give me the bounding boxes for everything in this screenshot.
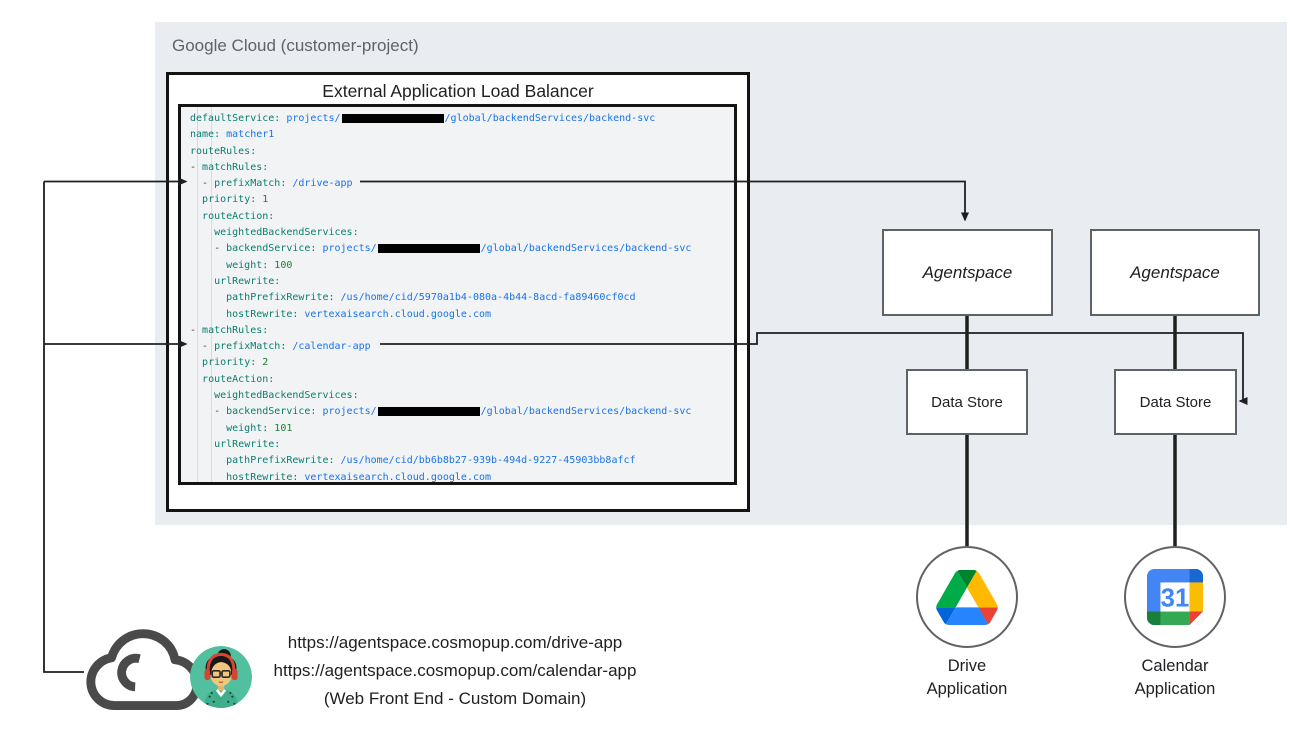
datastore-box-calendar: Data Store — [1114, 369, 1237, 435]
agentspace-box-calendar: Agentspace — [1090, 229, 1260, 316]
yaml-code-line: weight: 101 — [226, 422, 293, 434]
indent-guide — [211, 107, 212, 482]
yaml-code-line: - matchRules: — [190, 161, 269, 173]
yaml-code-line: - backendService: projects//global/backe… — [190, 406, 692, 418]
yaml-code-line: - prefixMatch: /calendar-app — [190, 341, 371, 353]
yaml-code-line: hostRewrite: vertexaisearch.cloud.google… — [226, 471, 492, 483]
yaml-code-line: pathPrefixRewrite: /us/home/cid/bb6b8b27… — [226, 455, 636, 467]
drive-application-label: Drive Application — [926, 657, 1008, 698]
yaml-code-line: weightedBackendServices: — [214, 227, 359, 239]
indent-guide — [197, 107, 198, 482]
calendar-application-label: Calendar Application — [1134, 657, 1216, 698]
datastore-box-drive: Data Store — [906, 369, 1028, 435]
yaml-code-line: weightedBackendServices: — [214, 390, 359, 402]
datastore-label: Data Store — [931, 393, 1003, 411]
frontend-caption: (Web Front End - Custom Domain) — [323, 689, 587, 708]
yaml-code-line: pathPrefixRewrite: /us/home/cid/5970a1b4… — [226, 292, 636, 304]
url-map-yaml: defaultService: projects//global/backend… — [190, 111, 732, 483]
calendar-app-circle: 31 — [1124, 546, 1226, 648]
yaml-code-line: urlRewrite: — [214, 438, 281, 450]
agentspace-label: Agentspace — [922, 262, 1013, 282]
redacted-project-id — [341, 113, 444, 123]
drive-app-circle — [916, 546, 1018, 648]
redacted-project-id — [377, 406, 480, 416]
svg-text:31: 31 — [1161, 585, 1190, 613]
yaml-code-line: hostRewrite: vertexaisearch.cloud.google… — [226, 308, 492, 320]
yaml-code-line: - matchRules: — [190, 324, 269, 336]
yaml-code-line: urlRewrite: — [214, 275, 281, 287]
yaml-code-line: priority: 1 — [202, 194, 269, 206]
yaml-code-line: routeRules: — [190, 145, 257, 157]
agentspace-box-drive: Agentspace — [882, 229, 1053, 316]
google-cloud-project-label: Google Cloud (customer-project) — [172, 36, 419, 55]
google-drive-icon — [936, 569, 998, 625]
frontend-url: https://agentspace.cosmopup.com/drive-ap… — [287, 633, 623, 652]
yaml-code-line: - prefixMatch: /drive-app — [190, 178, 353, 190]
redacted-project-id — [377, 243, 480, 253]
frontend-urls: https://agentspace.cosmopup.com/drive-ap… — [250, 629, 660, 713]
datastore-label: Data Store — [1139, 393, 1212, 411]
google-calendar-icon: 31 — [1147, 569, 1203, 625]
internet-cloud-icon — [80, 626, 208, 724]
yaml-code-line: defaultService: projects//global/backend… — [190, 113, 656, 124]
load-balancer-title: External Application Load Balancer — [322, 81, 594, 101]
yaml-code-line: - backendService: projects//global/backe… — [190, 243, 692, 255]
yaml-code-line: name: matcher1 — [190, 129, 275, 141]
agentspace-label: Agentspace — [1130, 262, 1220, 282]
yaml-code-line: weight: 100 — [226, 259, 293, 271]
user-avatar — [190, 646, 252, 708]
yaml-code-line: priority: 2 — [202, 357, 269, 369]
frontend-url: https://agentspace.cosmopup.com/calendar… — [273, 661, 637, 680]
yaml-code-line: routeAction: — [202, 210, 275, 222]
client-request-line — [43, 181, 84, 673]
url-map-code-block: defaultService: projects//global/backend… — [178, 104, 737, 485]
yaml-code-line: routeAction: — [202, 373, 275, 385]
